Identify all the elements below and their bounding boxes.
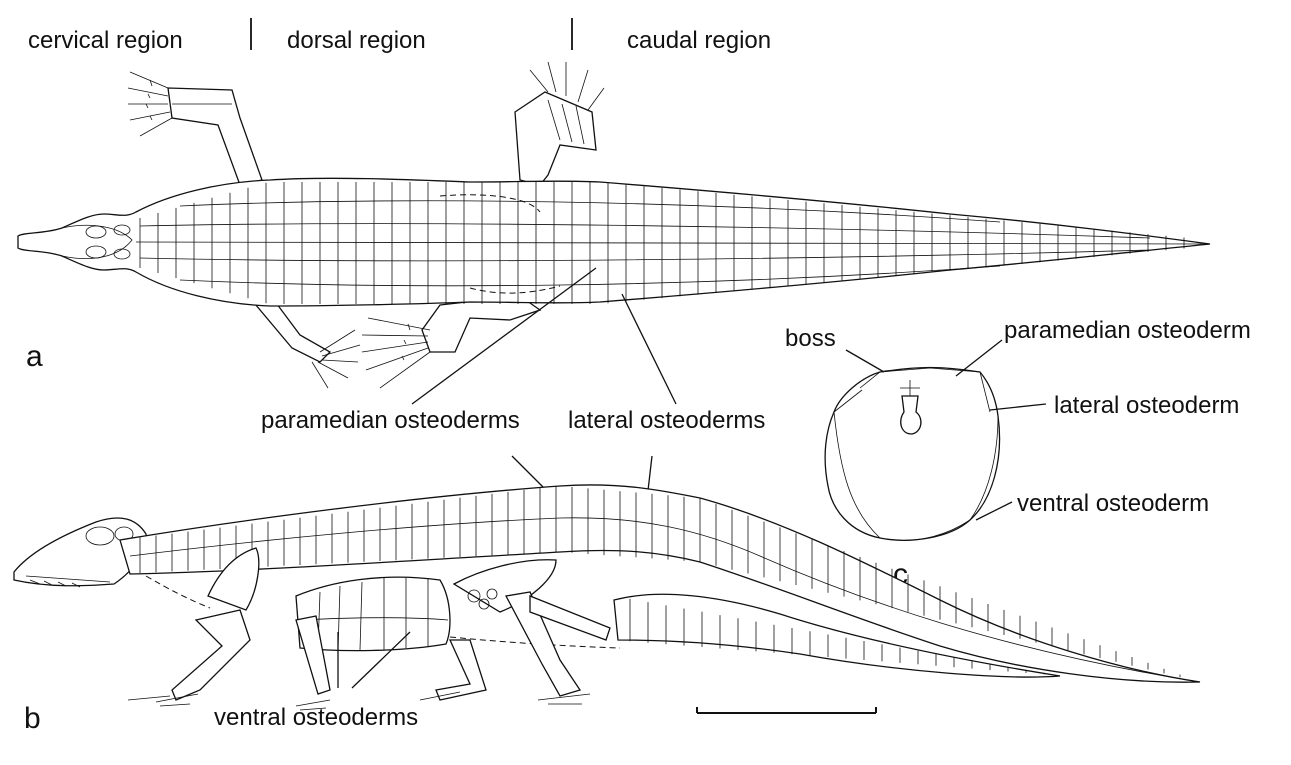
lateral-hindlimb (436, 640, 486, 700)
cervical-region-label: cervical region (28, 27, 183, 54)
leader-lateral-osteoderm (990, 404, 1046, 410)
leader-lateral-upper (622, 294, 676, 404)
caudal-region-label: caudal region (627, 27, 771, 54)
lateral-osteoderms-label: lateral osteoderms (568, 407, 765, 434)
leader-boss (846, 350, 884, 372)
panel-b-label: b (24, 702, 41, 735)
leader-paramedian-osteoderm (956, 340, 1002, 376)
forelimb-upper-left (128, 72, 262, 185)
lateral-forelimb (172, 610, 250, 700)
scale-bar (697, 707, 876, 713)
hindlimb-upper-right (515, 62, 604, 185)
paramedian-osteoderm-label: paramedian osteoderm (1004, 317, 1251, 344)
ventral-osteoderms-label: ventral osteoderms (214, 704, 418, 731)
paramedian-osteoderms-label: paramedian osteoderms (261, 407, 520, 434)
lateral-view-drawing (14, 485, 1200, 710)
lateral-osteoderm-label: lateral osteoderm (1054, 392, 1239, 419)
cross-section-drawing (825, 368, 999, 541)
boss-label: boss (785, 325, 836, 352)
hindlimb-lower-right (362, 296, 540, 388)
panel-a-label: a (26, 340, 43, 373)
dorsal-region-label: dorsal region (287, 27, 426, 54)
ventral-osteoderm-label: ventral osteoderm (1017, 490, 1209, 517)
